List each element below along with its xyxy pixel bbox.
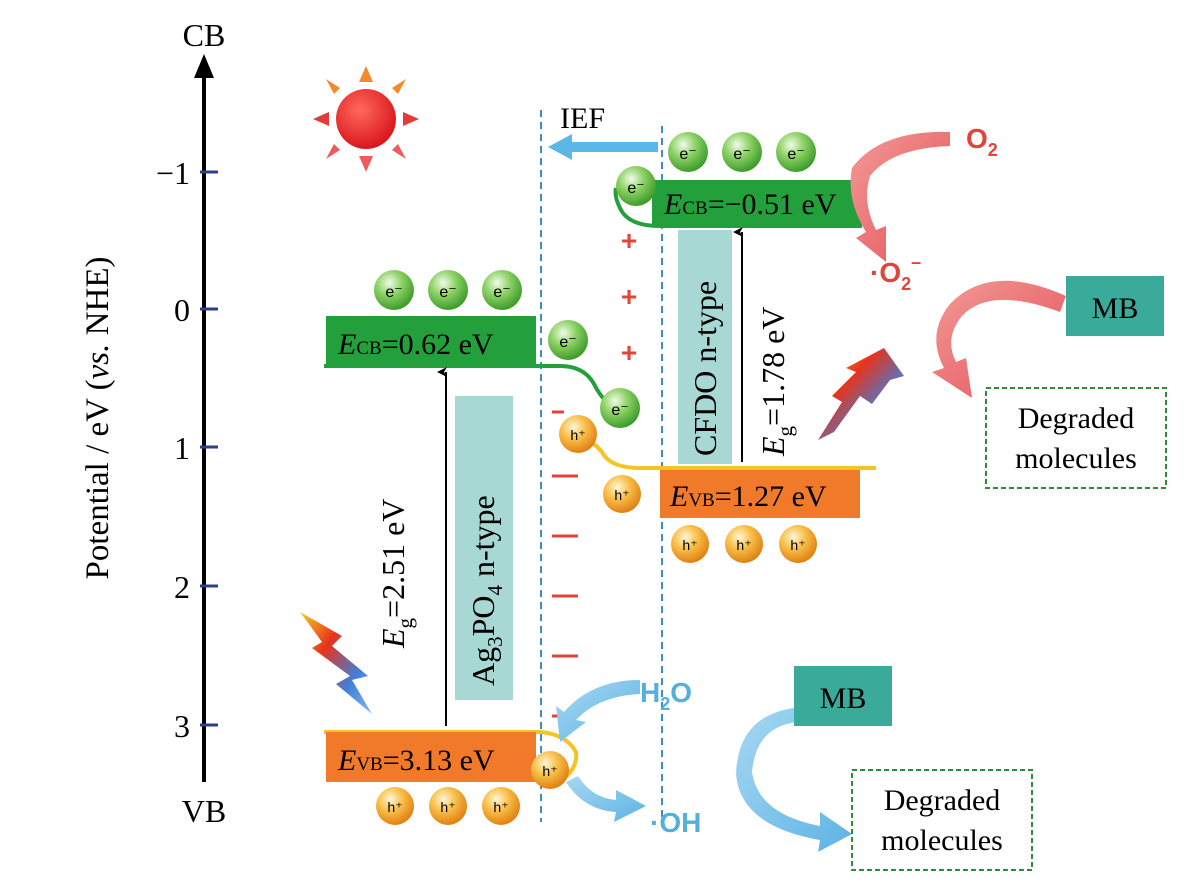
water-label: H2O	[640, 677, 692, 714]
space-charge-plus: + + +	[621, 225, 637, 368]
degraded-box-top	[985, 387, 1167, 489]
electron: e⁻	[428, 270, 468, 310]
degraded-label-top-1: Degraded	[1018, 402, 1135, 435]
plus-charge: +	[621, 225, 637, 256]
svg-text:h⁺: h⁺	[682, 537, 697, 553]
svg-text:h⁺: h⁺	[440, 799, 455, 815]
axis-tick-label: 1	[174, 430, 190, 466]
svg-text:h⁺: h⁺	[542, 763, 557, 779]
degraded-label-top-2: molecules	[1015, 442, 1137, 475]
ief-label: IEF	[560, 102, 605, 135]
light-bolt-icon	[818, 348, 904, 440]
hole: h⁺	[779, 525, 817, 563]
o2-reduction-arrow	[850, 131, 950, 262]
cfdo-cb-box	[652, 180, 862, 226]
cfdo-bandgap-label: Eg=1.78 eV	[755, 307, 797, 457]
electron: e⁻	[776, 132, 816, 172]
svg-text:h⁺: h⁺	[493, 799, 508, 815]
electron: e⁻	[548, 320, 588, 360]
water-oxidation-arrow	[556, 680, 640, 742]
svg-text:e⁻: e⁻	[733, 146, 750, 163]
electron: e⁻	[616, 166, 656, 206]
axis-tick-label: 2	[174, 569, 190, 605]
mb-label-top: MB	[1092, 292, 1139, 325]
svg-text:e⁻: e⁻	[787, 146, 804, 163]
ag3po4-cb-box	[326, 316, 536, 366]
axis-tick-label: 3	[174, 708, 190, 744]
cfdo-vb-label: EVB=1.27 eV	[669, 480, 827, 513]
hole: h⁺	[482, 787, 520, 825]
mb-box-top	[1066, 276, 1164, 336]
axis-arrowhead	[194, 54, 214, 78]
plus-charge: +	[621, 281, 637, 312]
o2-label: O2	[966, 123, 998, 160]
water-oxidation-arrow-lower	[566, 776, 646, 822]
axis-ticks: −1 0 1 2 3	[156, 155, 218, 744]
cfdo-vb-box	[660, 470, 860, 518]
hole: h⁺	[429, 787, 467, 825]
ag3po4-holes: h⁺ h⁺ h⁺ h⁺	[376, 751, 569, 825]
electron: e⁻	[482, 270, 522, 310]
sun-icon	[313, 66, 419, 172]
ag3po4-bandgap-label: Eg=2.51 eV	[375, 499, 417, 649]
potential-axis: CB VB −1 0 1 2 3 Potential / eV (vs. NHE…	[80, 17, 226, 829]
svg-text:e⁻: e⁻	[385, 284, 402, 301]
ag3po4-cb-label: ECB=0.62 eV	[337, 328, 494, 361]
mb-degrade-arrow-red	[932, 280, 1066, 398]
ief-arrow	[548, 134, 658, 160]
mb-degrade-arrow-blue	[736, 708, 852, 852]
hole: h⁺	[671, 525, 709, 563]
axis-tick-label: 0	[174, 292, 190, 328]
hole: h⁺	[603, 475, 641, 513]
svg-text:h⁺: h⁺	[387, 799, 402, 815]
axis-title: Potential / eV (vs. NHE)	[80, 257, 116, 580]
mb-label-bottom: MB	[820, 682, 867, 715]
plus-charge: +	[621, 337, 637, 368]
ag3po4-electrons: e⁻ e⁻ e⁻ e⁻ e⁻	[374, 270, 640, 428]
svg-text:e⁻: e⁻	[493, 284, 510, 301]
svg-text:e⁻: e⁻	[611, 402, 628, 419]
axis-vb-label: VB	[182, 793, 226, 829]
degraded-label-bottom-2: molecules	[881, 824, 1003, 857]
cfdo-electrons: e⁻ e⁻ e⁻ e⁻	[616, 132, 816, 206]
space-charge-minus	[552, 410, 578, 718]
cfdo-cb-bending	[613, 187, 862, 228]
electron: e⁻	[668, 132, 708, 172]
ag3po4-type-label: Ag3PO4 n-type	[465, 495, 507, 686]
svg-text:e⁻: e⁻	[439, 284, 456, 301]
svg-text:e⁻: e⁻	[559, 334, 576, 351]
ag3po4-vb-label: EVB=3.13 eV	[337, 744, 495, 777]
svg-text:h⁺: h⁺	[736, 537, 751, 553]
electron: e⁻	[374, 270, 414, 310]
light-bolt-icon	[300, 612, 372, 714]
cfdo-type-label: CFDO n-type	[687, 281, 723, 456]
svg-text:h⁺: h⁺	[570, 427, 585, 443]
electron: e⁻	[722, 132, 762, 172]
axis-tick-label: −1	[156, 155, 190, 191]
svg-text:e⁻: e⁻	[679, 146, 696, 163]
ag3po4-vb-box	[326, 732, 536, 782]
svg-text:h⁺: h⁺	[790, 537, 805, 553]
cfdo-cb-label: ECB=−0.51 eV	[663, 188, 837, 221]
cfdo-holes: h⁺ h⁺ h⁺ h⁺ h⁺	[559, 415, 817, 563]
hole: h⁺	[376, 787, 414, 825]
hydroxyl-label: ·OH	[650, 807, 701, 838]
superoxide-label: ·O2–	[870, 252, 921, 294]
hole: h⁺	[531, 751, 569, 789]
hole: h⁺	[559, 415, 597, 453]
hole: h⁺	[725, 525, 763, 563]
mb-box-bottom	[794, 666, 892, 726]
svg-text:h⁺: h⁺	[614, 487, 629, 503]
degraded-box-bottom	[851, 769, 1033, 871]
electron: e⁻	[600, 388, 640, 428]
degraded-label-bottom-1: Degraded	[884, 784, 1001, 817]
svg-text:e⁻: e⁻	[627, 180, 644, 197]
ag3po4-type-box	[455, 396, 513, 700]
ag3po4-vb-bending	[324, 730, 579, 782]
cfdo-type-box	[678, 230, 732, 464]
axis-cb-label: CB	[183, 17, 226, 53]
